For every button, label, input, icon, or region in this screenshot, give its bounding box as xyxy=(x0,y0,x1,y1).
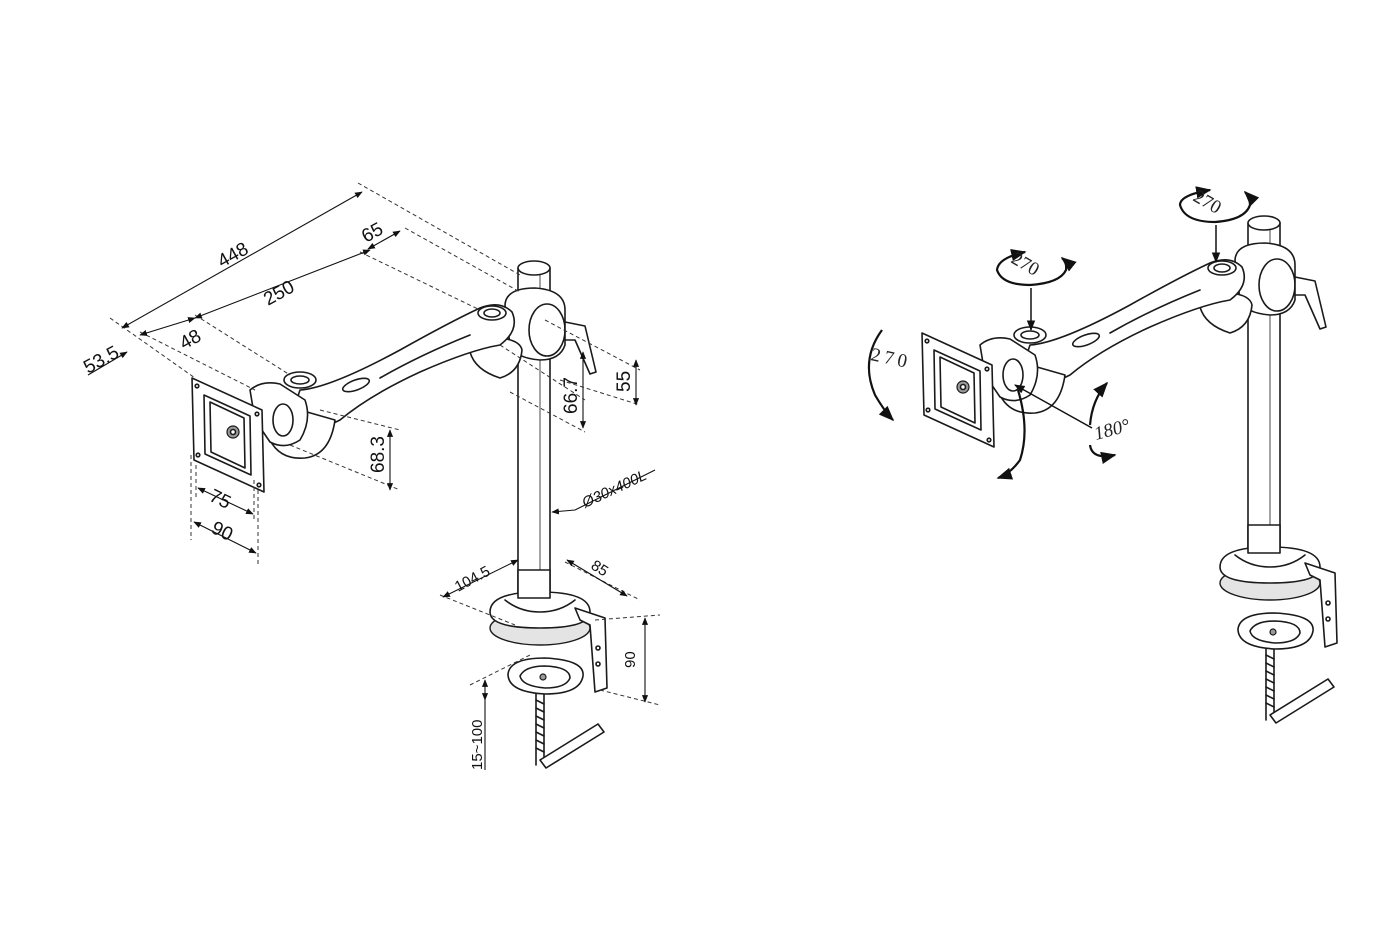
dim-pole-offset: 65 xyxy=(358,219,387,248)
dim-base-diameter: 104.5 xyxy=(452,563,493,596)
dimension-lines xyxy=(87,182,661,770)
pole-spec-label: Ø30x400L xyxy=(579,467,650,512)
dim-plate-offset: 53.5 xyxy=(80,342,123,378)
dim-clamp-depth: 85 xyxy=(588,557,611,580)
rotation-arrows xyxy=(867,186,1260,480)
dim-joint-offset: 48 xyxy=(176,326,205,355)
dim-overall-reach: 448 xyxy=(214,239,252,273)
right-mount-drawing xyxy=(921,215,1338,724)
rot-pole-swivel: 270 xyxy=(1190,186,1225,218)
dim-clamp-height: 90 xyxy=(622,651,639,668)
dim-plate-joint-height: 68.3 xyxy=(368,436,389,473)
dim-vesa-large: 90 xyxy=(208,518,236,546)
left-mount-drawing xyxy=(191,260,608,769)
dim-collar-height: 55 xyxy=(614,371,635,392)
dim-vesa-small: 75 xyxy=(206,486,234,514)
rot-plate-rotate: 180° xyxy=(1092,415,1133,445)
dim-clamp-range: 15~100 xyxy=(469,720,486,770)
rot-plate-tilt: 270 xyxy=(869,344,913,373)
dim-arm-length: 250 xyxy=(260,277,298,311)
dim-arm-joint-height: 66.7 xyxy=(561,377,582,414)
rot-arm-swivel: 270 xyxy=(1008,248,1043,280)
